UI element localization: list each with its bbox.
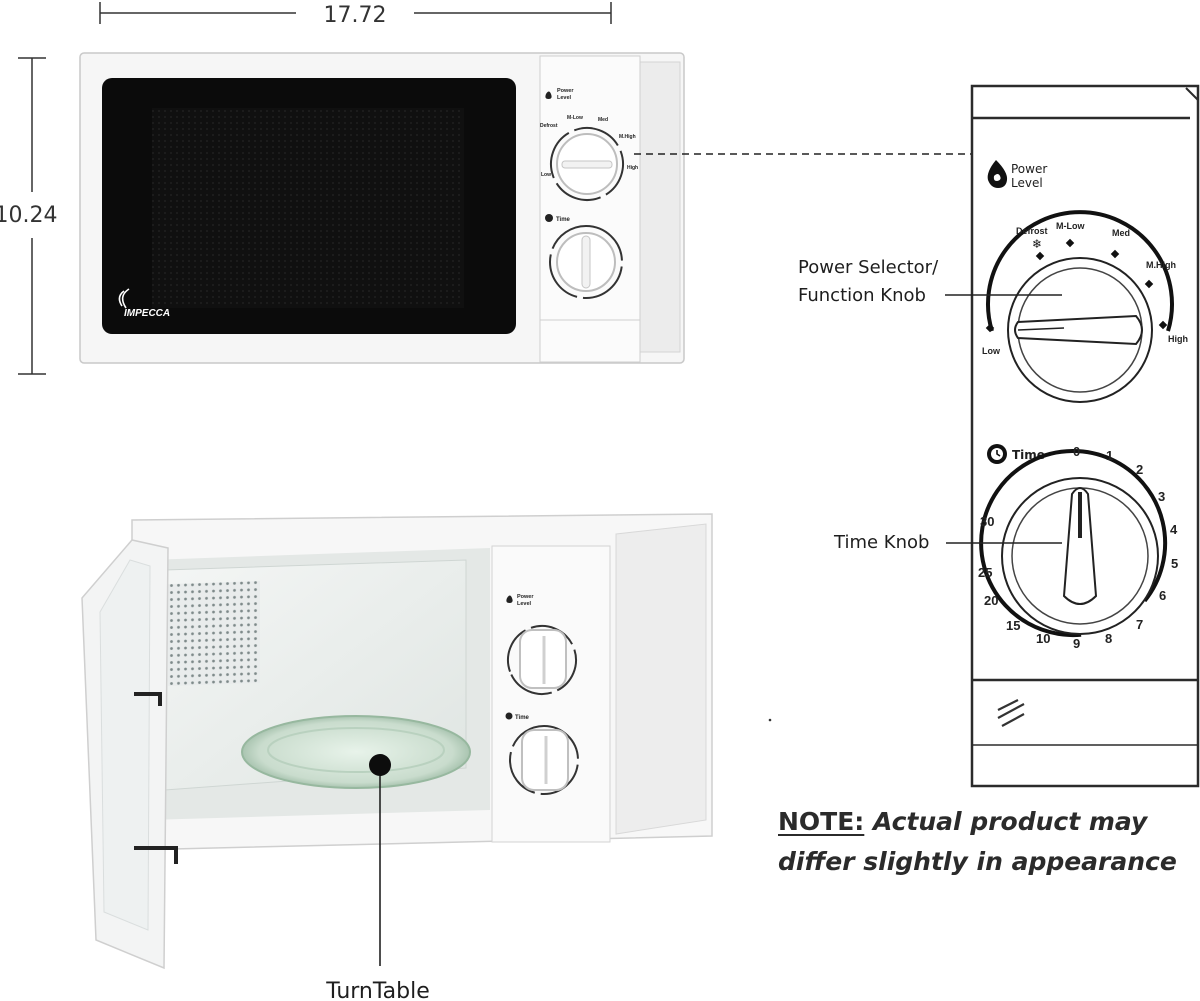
microwave-front-view: IMPECCA Power Level Defrost M-Low Med M.… — [79, 52, 685, 364]
time-knob: 0 1 2 3 4 5 6 7 8 9 10 15 20 25 30 — [978, 444, 1178, 651]
power-title-line1: Power — [1011, 162, 1047, 176]
brand-name: IMPECCA — [124, 308, 170, 319]
power-selector-callout: Power Selector/ Function Knob — [798, 257, 1062, 306]
control-panel-detail: Power Level Defrost M-Low Med M.High Low… — [970, 84, 1200, 788]
turntable-label: TurnTable — [325, 979, 430, 1001]
svg-text:Med: Med — [598, 117, 608, 123]
time-title: Time — [1012, 448, 1045, 462]
svg-text:6: 6 — [1159, 588, 1166, 603]
svg-text:7: 7 — [1136, 617, 1143, 632]
svg-text:Power: Power — [517, 594, 534, 600]
power-label-mlow: M-Low — [1056, 221, 1085, 231]
svg-text:Low: Low — [541, 172, 551, 178]
power-label-defrost: Defrost — [1016, 226, 1048, 236]
svg-text:Time: Time — [556, 217, 571, 223]
width-dimension: 17.72 — [99, 2, 612, 28]
clock-icon — [987, 444, 1007, 464]
svg-text:High: High — [627, 165, 638, 171]
width-value: 17.72 — [324, 3, 387, 28]
speck — [768, 718, 772, 722]
note-text: Actual product may differ slightly in ap… — [778, 807, 1177, 876]
svg-text:1: 1 — [1106, 448, 1113, 463]
svg-text:Defrost: Defrost — [540, 123, 558, 129]
svg-text:M.High: M.High — [619, 134, 636, 140]
svg-text:Power: Power — [557, 88, 574, 94]
svg-text:Level: Level — [557, 95, 572, 101]
svg-text:30: 30 — [980, 514, 994, 529]
appearance-note: NOTE: Actual product may differ slightly… — [778, 802, 1198, 882]
svg-text:Time: Time — [515, 715, 530, 721]
power-knob: Defrost M-Low Med M.High Low High ❄ — [982, 210, 1188, 403]
power-title-line2: Level — [1011, 176, 1043, 190]
height-dimension: 10.24 — [0, 57, 57, 375]
svg-text:0: 0 — [1073, 444, 1080, 459]
svg-text:25: 25 — [978, 565, 992, 580]
power-label-med: Med — [1112, 228, 1130, 238]
svg-text:8: 8 — [1105, 631, 1112, 646]
microwave-open-view: Power Level Time — [81, 513, 713, 970]
svg-text:2: 2 — [1136, 462, 1143, 477]
svg-text:20: 20 — [984, 593, 998, 608]
svg-text:5: 5 — [1171, 556, 1178, 571]
svg-text:10: 10 — [1036, 631, 1050, 646]
svg-text:M-Low: M-Low — [567, 115, 583, 121]
brand-logo: IMPECCA — [118, 288, 170, 319]
power-level-icon — [987, 160, 1008, 188]
height-value: 10.24 — [0, 203, 57, 228]
open-power-knob: Power Level — [506, 594, 578, 695]
svg-text:4: 4 — [1170, 522, 1178, 537]
open-time-knob: Time — [505, 712, 579, 795]
front-time-knob: Time — [545, 214, 623, 299]
turntable-marker — [369, 754, 391, 776]
time-knob-label: Time Knob — [833, 532, 929, 553]
svg-text:9: 9 — [1073, 636, 1080, 651]
power-selector-label-line1: Power Selector/ — [798, 257, 939, 278]
svg-text:15: 15 — [1006, 618, 1020, 633]
vent-slots — [997, 699, 1025, 727]
note-prefix: NOTE: — [778, 807, 865, 836]
time-knob-callout: Time Knob — [833, 532, 1062, 553]
front-power-knob: Power Level Defrost M-Low Med M.High Low… — [540, 88, 638, 201]
power-label-high: High — [1168, 334, 1188, 344]
svg-text:3: 3 — [1158, 489, 1165, 504]
power-selector-label-line2: Function Knob — [798, 285, 926, 306]
power-label-mhigh: M.High — [1146, 260, 1176, 270]
svg-text:Level: Level — [517, 601, 532, 607]
turntable-plate — [241, 715, 471, 789]
time-scale: 0 1 2 3 4 5 6 7 8 9 10 15 20 25 30 — [978, 444, 1178, 651]
snowflake-icon: ❄ — [1032, 237, 1042, 251]
power-label-low: Low — [982, 346, 1001, 356]
